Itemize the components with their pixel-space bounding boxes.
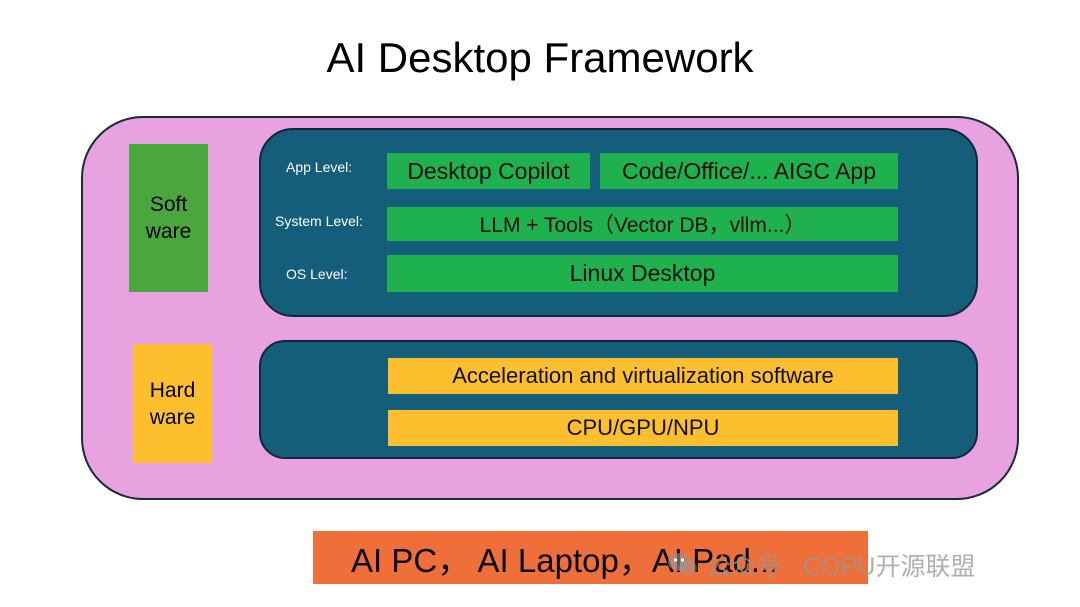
cpu-gpu-npu-label: CPU/GPU/NPU <box>566 415 720 440</box>
system-level-label: System Level: <box>275 213 363 229</box>
acceleration-label: Acceleration and virtualization software <box>452 363 834 388</box>
software-block: Soft ware <box>129 144 208 292</box>
hardware-block: Hard ware <box>133 344 212 463</box>
linux-desktop-label: Linux Desktop <box>569 260 716 286</box>
linux-desktop-box: Linux Desktop <box>387 255 898 292</box>
device-banner-label: AI PC， AI Laptop，AI Pad... <box>351 541 779 579</box>
device-banner: AI PC， AI Laptop，AI Pad... <box>313 531 868 584</box>
diagram-title: AI Desktop Framework <box>326 34 754 81</box>
wechat-icon <box>668 553 697 576</box>
aigc-app-box: Code/Office/... AIGC App <box>600 153 898 189</box>
watermark: 公众号 · COPU开源联盟 <box>666 545 1046 585</box>
llm-tools-label: LLM + Tools（Vector DB，vllm...） <box>479 214 806 237</box>
desktop-copilot-label: Desktop Copilot <box>407 157 570 184</box>
hardware-label: Hard ware <box>149 378 196 429</box>
acceleration-box: Acceleration and virtualization software <box>388 358 898 394</box>
llm-tools-box: LLM + Tools（Vector DB，vllm...） <box>387 207 898 241</box>
watermark-text: 公众号 · COPU开源联盟 <box>706 553 976 581</box>
app-level-label: App Level: <box>286 159 353 175</box>
desktop-copilot-box: Desktop Copilot <box>387 153 590 189</box>
os-level-label: OS Level: <box>286 266 348 282</box>
aigc-app-label: Code/Office/... AIGC App <box>622 157 876 184</box>
software-label: Soft ware <box>145 193 192 243</box>
cpu-gpu-npu-box: CPU/GPU/NPU <box>388 410 898 446</box>
